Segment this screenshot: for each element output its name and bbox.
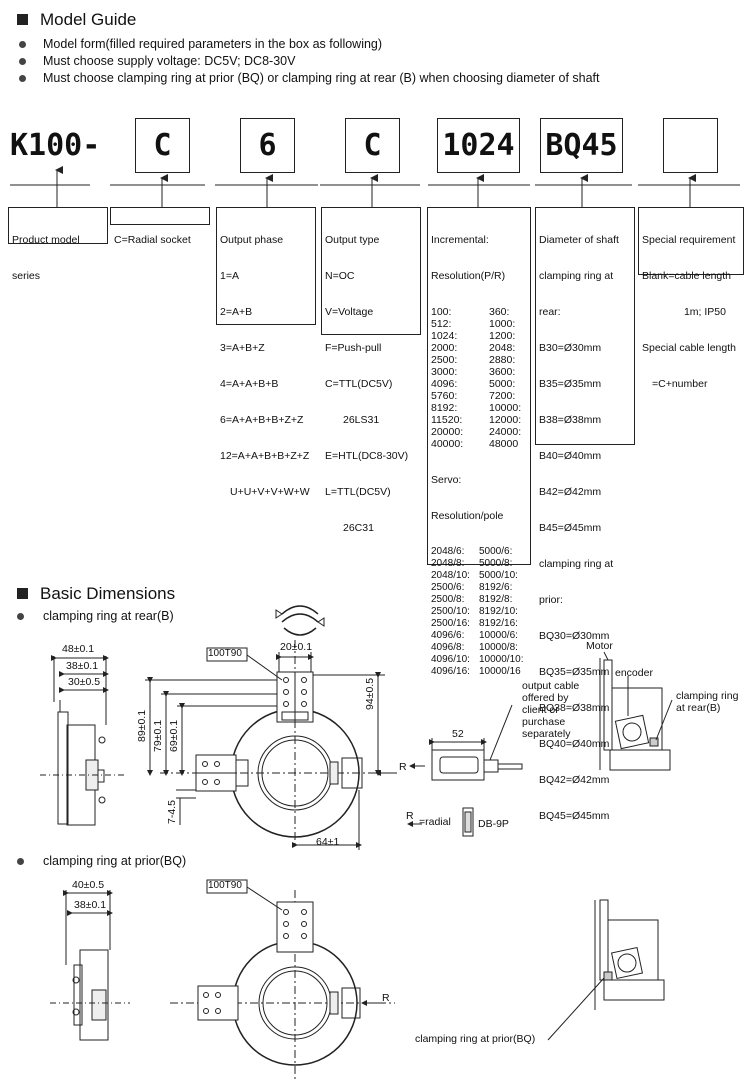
servo-row: 4096/10:10000/10: xyxy=(431,654,524,665)
code-box-socket: C xyxy=(135,118,190,173)
resolution-row: 5760:7200: xyxy=(431,390,516,402)
db9-label: DB-9P xyxy=(478,818,509,830)
resolution-row: 8192:10000: xyxy=(431,402,522,414)
dim-79: 79±0.1 xyxy=(152,719,164,752)
dim-40: 40±0.5 xyxy=(72,879,105,891)
model-tag-rear: 100T90 xyxy=(208,648,242,659)
guide-bullet-1: Model form(filled required parameters in… xyxy=(43,37,383,51)
encoder-label: encoder xyxy=(615,667,653,679)
r-label-rear: R xyxy=(399,761,407,773)
servo-row: 2048/8:5000/8: xyxy=(431,558,513,569)
desc-special: Special requirement Blank=cable length 1… xyxy=(638,207,744,390)
servo-row: 2500/6:8192/6: xyxy=(431,582,513,593)
bullet-icon xyxy=(19,58,26,65)
resolution-row: 2000:2048: xyxy=(431,342,516,354)
code-box-shaft: BQ45 xyxy=(540,118,623,173)
desc-series: Product model series xyxy=(8,207,108,282)
model-tag-prior: 100T90 xyxy=(208,880,242,891)
dimension-drawings xyxy=(40,605,673,1080)
desc-resolution: Incremental: Resolution(P/R) 100:360:512… xyxy=(427,207,531,677)
dim-52: 52 xyxy=(452,728,464,740)
model-prefix: K100- xyxy=(10,128,101,163)
servo-row: 2500/16:8192/16: xyxy=(431,618,518,629)
servo-row: 2048/6:5000/6: xyxy=(431,546,513,557)
code-arrows xyxy=(10,166,740,207)
bullet-icon xyxy=(17,613,24,620)
dim-30: 30±0.5 xyxy=(68,676,101,688)
resolution-row: 100:360: xyxy=(431,306,510,318)
dim-64: 64±1 xyxy=(316,836,340,848)
resolution-row: 20000:24000: xyxy=(431,426,522,438)
code-box-output: C xyxy=(345,118,400,173)
dim-94: 94±0.5 xyxy=(364,677,376,710)
section-square-icon xyxy=(17,14,28,25)
servo-row: 4096/8:10000/8: xyxy=(431,642,518,653)
radial-legend: =radial xyxy=(419,816,451,828)
dim-7: 7-4.5 xyxy=(166,800,178,824)
bullet-icon xyxy=(17,858,24,865)
resolution-row: 40000:48000 xyxy=(431,438,519,450)
code-box-special xyxy=(663,118,718,173)
desc-phase: Output phase 1=A 2=A+B 3=A+B+Z 4=A+A+B+B… xyxy=(216,207,316,498)
servo-row: 4096/16:10000/16 xyxy=(431,666,521,677)
bullet-icon xyxy=(19,75,26,82)
rear-ring-label: clamping ring at rear(B) xyxy=(43,609,174,623)
model-guide-title: Model Guide xyxy=(40,10,137,29)
dim-38: 38±0.1 xyxy=(66,660,99,672)
bullet-icon xyxy=(19,41,26,48)
prior-ring-note: clamping ring at prior(BQ) xyxy=(415,1033,536,1045)
desc-socket: C=Radial socket xyxy=(110,207,210,246)
resolution-row: 2500:2880: xyxy=(431,354,516,366)
code-box-resolution: 1024 xyxy=(437,118,520,173)
basic-dimensions-title: Basic Dimensions xyxy=(40,584,176,603)
servo-row: 2048/10:5000/10: xyxy=(431,570,518,581)
r-label-legend: R xyxy=(406,810,414,822)
resolution-row: 3000:3600: xyxy=(431,366,516,378)
guide-bullet-2: Must choose supply voltage: DC5V; DC8-30… xyxy=(43,54,296,68)
dim-48: 48±0.1 xyxy=(62,643,95,655)
section-square-icon xyxy=(17,588,28,599)
resolution-row: 512:1000: xyxy=(431,318,516,330)
cable-note: output cable offered by client or purcha… xyxy=(522,680,580,740)
dim-89: 89±0.1 xyxy=(136,709,148,742)
prior-ring-label: clamping ring at prior(BQ) xyxy=(43,854,187,868)
servo-row: 4096/6:10000/6: xyxy=(431,630,518,641)
r-label-prior: R xyxy=(382,992,390,1004)
dim-20: 20±0.1 xyxy=(280,641,313,653)
motor-label: Motor xyxy=(586,640,613,652)
dim-69: 69±0.1 xyxy=(168,719,180,752)
resolution-row: 11520:12000: xyxy=(431,414,522,426)
dim-38b: 38±0.1 xyxy=(74,899,107,911)
servo-row: 2500/8:8192/8: xyxy=(431,594,513,605)
code-box-phase: 6 xyxy=(240,118,295,173)
resolution-row: 1024:1200: xyxy=(431,330,516,342)
desc-shaft: Diameter of shaft clamping ring at rear:… xyxy=(535,207,635,822)
resolution-row: 4096:5000: xyxy=(431,378,516,390)
guide-bullet-3: Must choose clamping ring at prior (BQ) … xyxy=(43,71,600,85)
rear-ring-note: clamping ring at rear(B) xyxy=(676,690,739,714)
servo-row: 2500/10:8192/10: xyxy=(431,606,518,617)
desc-output: Output type N=OC V=Voltage F=Push-pull C… xyxy=(321,207,421,534)
